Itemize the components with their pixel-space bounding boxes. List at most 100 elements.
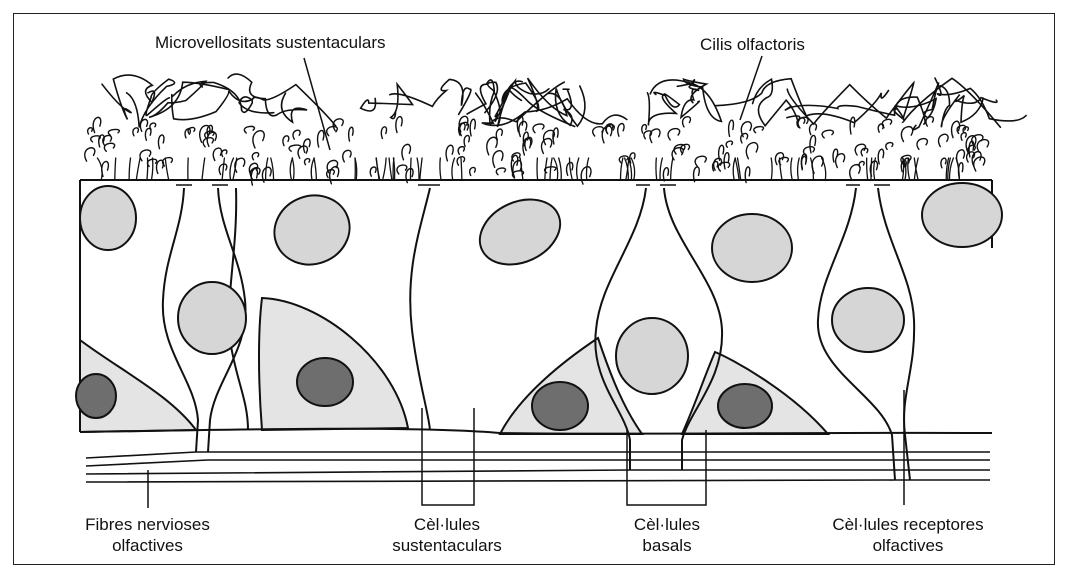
- microvillus: [253, 131, 264, 148]
- nerve-fiber-bundle: [86, 452, 990, 482]
- microvillus: [251, 169, 257, 186]
- cilium-strand: [502, 78, 567, 116]
- microvillus: [343, 150, 351, 162]
- microvillus: [810, 124, 817, 135]
- microvillus: [859, 161, 864, 167]
- nucleus-receptor-1: [178, 282, 246, 354]
- microvillus: [470, 119, 475, 136]
- microvillus-stalk: [417, 158, 419, 180]
- microvillus-stalk: [152, 158, 153, 180]
- microvillus: [533, 124, 544, 133]
- microvillus: [822, 130, 833, 138]
- microvillus-stalk: [97, 158, 102, 180]
- microvillus-stalk: [620, 158, 622, 180]
- microvillus: [133, 128, 138, 136]
- microvillus: [961, 133, 966, 141]
- leader-microvilli: [304, 58, 330, 150]
- microvillus: [458, 147, 464, 155]
- microvillus: [668, 129, 680, 140]
- nucleus-basal-1: [76, 374, 116, 418]
- microvillus: [974, 157, 985, 171]
- label-receptor-line2: olfactives: [808, 535, 1008, 556]
- cilium-strand: [753, 79, 800, 126]
- microvillus: [244, 126, 254, 133]
- microvillus: [397, 165, 407, 174]
- microvillus: [493, 151, 503, 168]
- nucleus-basal-3: [532, 382, 588, 430]
- nucleus-upper-5: [922, 183, 1002, 247]
- microvillus: [496, 168, 505, 175]
- microvillus-stalk: [147, 158, 148, 180]
- microvillus-stalk: [771, 158, 772, 180]
- label-basal-cells: Cèl·lules basals: [612, 514, 722, 556]
- microvillus: [102, 162, 109, 177]
- microvillus: [252, 153, 258, 160]
- microvillus-stalk: [586, 158, 588, 180]
- label-sustentacular-line2: sustentaculars: [372, 535, 522, 556]
- microvillus: [917, 139, 927, 150]
- label-microvilli: Microvellositats sustentaculars: [155, 32, 386, 53]
- cilia-mesh: [85, 74, 1026, 185]
- microvillus-stalk: [440, 158, 441, 180]
- microvillus: [318, 130, 324, 147]
- nucleus-receptor-2: [616, 318, 688, 394]
- microvillus: [88, 128, 93, 134]
- microvillus: [602, 126, 612, 143]
- label-receptor-line1: Cèl·lules receptores: [808, 514, 1008, 535]
- microvillus-stalk: [577, 158, 579, 180]
- microvillus-stalk: [389, 158, 392, 180]
- cilium-strand: [172, 91, 274, 120]
- microvillus-stalk: [420, 158, 422, 180]
- microvillus-stalk: [550, 158, 552, 180]
- nucleus-upper-2: [265, 185, 360, 275]
- cilium-strand: [361, 84, 413, 118]
- microvillus: [941, 158, 946, 168]
- microvillus-stalk: [871, 158, 872, 180]
- label-nerve-fibers-line1: Fibres nervioses: [65, 514, 230, 535]
- microvillus: [370, 167, 376, 176]
- microvillus-stalk: [314, 158, 316, 180]
- microvillus: [729, 120, 734, 136]
- microvillus-stalk: [660, 158, 662, 180]
- microvillus: [618, 124, 624, 137]
- microvillus: [878, 149, 883, 164]
- microvillus: [663, 168, 668, 181]
- microvillus-stalk: [292, 158, 294, 180]
- microvillus: [650, 129, 660, 143]
- microvillus-stalk: [559, 158, 562, 180]
- microvillus: [327, 127, 338, 136]
- microvillus: [99, 135, 104, 147]
- microvillus: [222, 150, 227, 157]
- cilium-strand: [228, 74, 307, 122]
- microvillus-stalk: [461, 158, 462, 180]
- microvillus: [446, 145, 453, 161]
- nucleus-receptor-3: [832, 288, 904, 352]
- microvillus-stalk: [452, 158, 455, 180]
- microvillus-stalk: [115, 158, 116, 180]
- microvillus: [886, 143, 893, 150]
- label-sustentacular-line1: Cèl·lules: [372, 514, 522, 535]
- microvillus: [926, 117, 933, 126]
- microvillus-stalk: [656, 158, 657, 180]
- microvillus: [952, 121, 960, 137]
- nucleus-basal-4: [718, 384, 772, 428]
- microvillus: [741, 134, 748, 143]
- microvillus: [283, 136, 289, 146]
- microvillus-stalk: [383, 158, 387, 180]
- microvillus: [836, 154, 845, 168]
- microvillus-stalk: [165, 158, 168, 180]
- microvillus: [726, 141, 732, 147]
- microvillus: [754, 127, 764, 133]
- microvillus: [939, 134, 949, 146]
- microvillus: [145, 128, 151, 140]
- microvillus: [349, 127, 353, 141]
- microvillus-stalk: [537, 158, 538, 180]
- microvillus-stalk: [411, 158, 412, 180]
- microvillus: [402, 144, 411, 159]
- microvillus-stalk: [266, 158, 268, 180]
- label-nerve-fibers: Fibres nervioses olfactives: [65, 514, 230, 556]
- microvillus: [93, 117, 101, 132]
- microvillus-stalk: [780, 158, 783, 180]
- microvillus-stalk: [874, 158, 876, 180]
- cilium-strand: [200, 82, 336, 126]
